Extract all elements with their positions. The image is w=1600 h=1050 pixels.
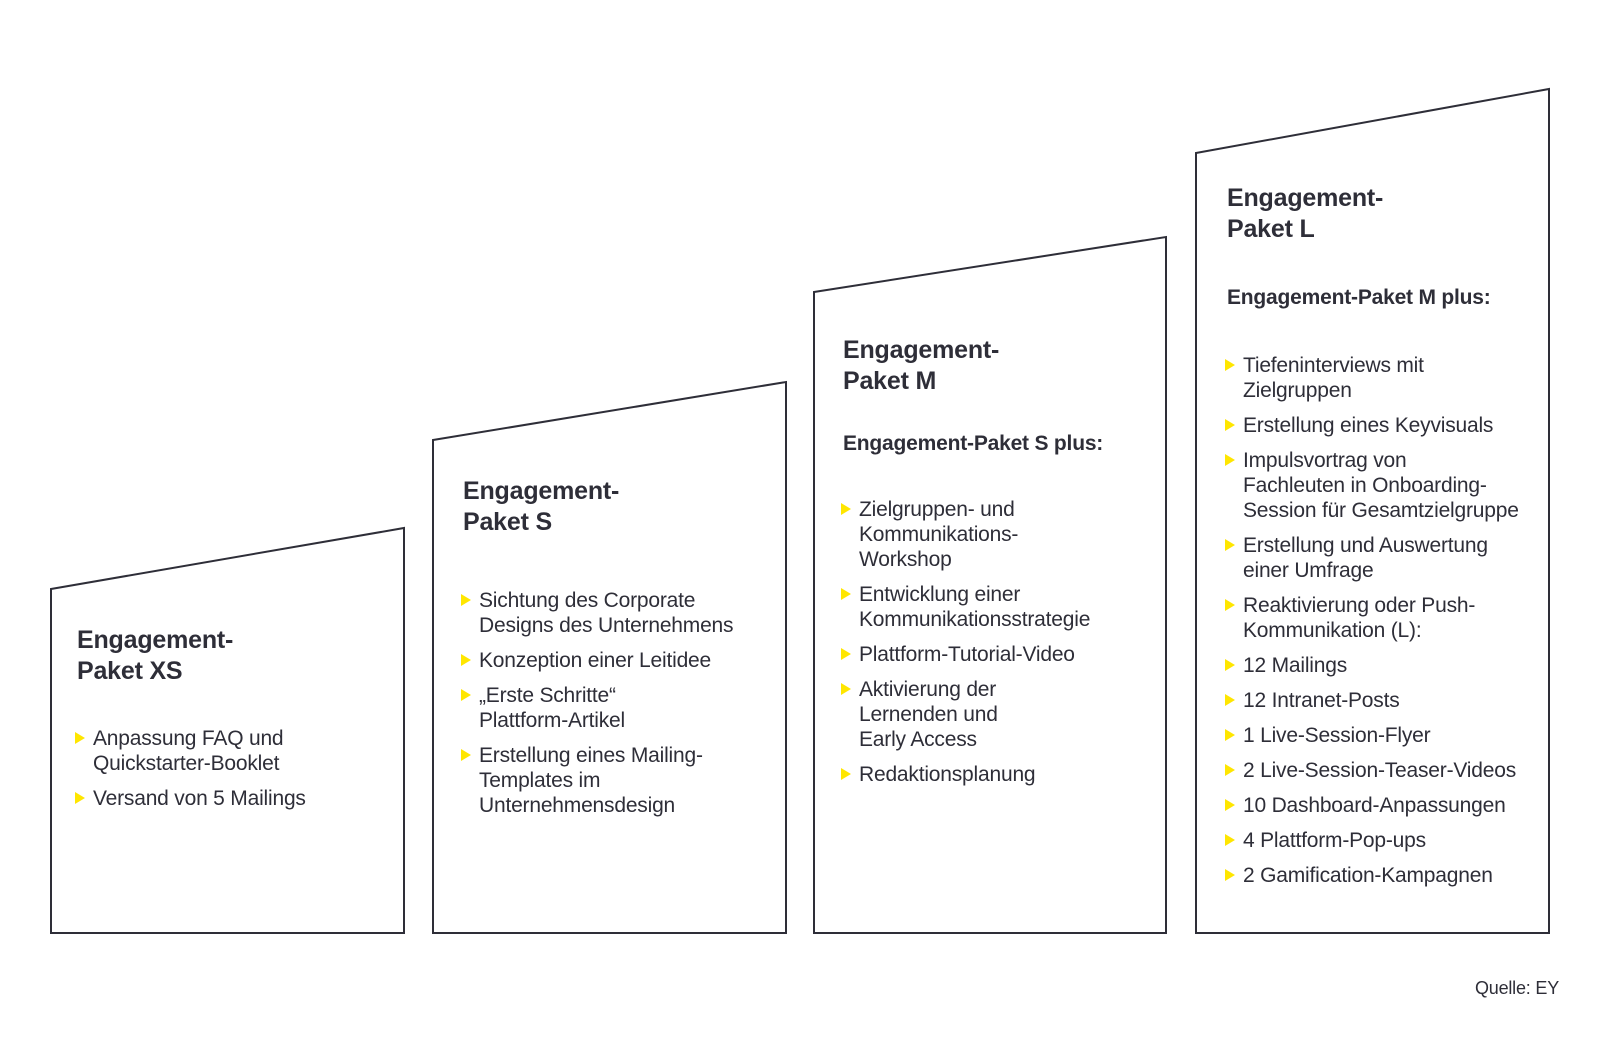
panel-title: Engagement- Paket L xyxy=(1227,184,1384,243)
bullet-text: Versand von 5 Mailings xyxy=(93,787,306,810)
list-item: Erstellung eines Mailing- Templates im U… xyxy=(461,743,773,818)
panel-shape-l xyxy=(1195,87,1550,934)
bullet-list: Tiefeninterviews mit Zielgruppen Erstell… xyxy=(1225,353,1551,888)
bullet-triangle-icon xyxy=(75,792,85,804)
bullet-text: 2 Gamification-Kampagnen xyxy=(1243,864,1493,887)
list-item: Impulsvortrag von Fachleuten in Onboardi… xyxy=(1225,448,1551,523)
panel-shape-m xyxy=(813,235,1167,934)
bullet-text: Aktivierung der Lernenden und Early Acce… xyxy=(859,678,998,751)
bullet-triangle-icon xyxy=(461,654,471,666)
panel-s-content: Engagement- Paket S Sichtung des Corpora… xyxy=(461,476,773,818)
list-item: Tiefeninterviews mit Zielgruppen xyxy=(1225,353,1551,403)
bullet-text: Entwicklung einer Kommunikationsstrategi… xyxy=(859,583,1091,631)
bullet-text: Tiefeninterviews mit Zielgruppen xyxy=(1243,354,1424,402)
bullet-triangle-icon xyxy=(841,588,851,600)
panel-xs-content: Engagement- Paket XS Anpassung FAQ und Q… xyxy=(75,625,385,811)
bullet-triangle-icon xyxy=(1225,419,1235,431)
bullet-text: Plattform-Tutorial-Video xyxy=(859,643,1075,666)
list-item: Konzeption einer Leitidee xyxy=(461,648,773,673)
panel-shape-xs xyxy=(50,526,405,934)
bullet-text: 2 Live-Session-Teaser-Videos xyxy=(1243,759,1516,782)
bullet-text: Erstellung eines Mailing- Templates im U… xyxy=(479,744,703,817)
list-item: „Erste Schritte“ Plattform-Artikel xyxy=(461,683,773,733)
panel-l-content: Engagement- Paket L Engagement-Paket M p… xyxy=(1225,183,1551,888)
bullet-triangle-icon xyxy=(1225,799,1235,811)
bullet-text: Impulsvortrag von Fachleuten in Onboardi… xyxy=(1243,449,1519,522)
panel-subtitle: Engagement-Paket S plus: xyxy=(843,432,1104,455)
bullet-list: Zielgruppen- und Kommunikations- Worksho… xyxy=(841,497,1149,787)
list-item: Sichtung des Corporate Designs des Unter… xyxy=(461,588,773,638)
bullet-text: 10 Dashboard-Anpassungen xyxy=(1243,794,1506,817)
list-item: 2 Gamification-Kampagnen xyxy=(1225,863,1551,888)
bullet-triangle-icon xyxy=(461,689,471,701)
bullet-text: Zielgruppen- und Kommunikations- Worksho… xyxy=(859,498,1019,571)
panel-title: Engagement- Paket XS xyxy=(77,626,234,685)
bullet-triangle-icon xyxy=(1225,539,1235,551)
list-item: Reaktivierung oder Push- Kommunikation (… xyxy=(1225,593,1551,643)
list-item: Plattform-Tutorial-Video xyxy=(841,642,1149,667)
bullet-text: Anpassung FAQ und Quickstarter-Booklet xyxy=(93,727,284,775)
bullet-triangle-icon xyxy=(461,594,471,606)
list-item: 12 Intranet-Posts xyxy=(1225,688,1551,713)
bullet-text: 1 Live-Session-Flyer xyxy=(1243,724,1431,747)
list-item: Erstellung eines Keyvisuals xyxy=(1225,413,1551,438)
bullet-triangle-icon xyxy=(1225,694,1235,706)
bullet-list: Anpassung FAQ und Quickstarter-Booklet V… xyxy=(75,726,385,811)
source-note: Quelle: EY xyxy=(1474,978,1559,998)
bullet-text: Sichtung des Corporate Designs des Unter… xyxy=(479,589,734,637)
list-item: 4 Plattform-Pop-ups xyxy=(1225,828,1551,853)
list-item: 12 Mailings xyxy=(1225,653,1551,678)
bullet-text: Erstellung eines Keyvisuals xyxy=(1243,414,1494,437)
panel-m-content: Engagement- Paket M Engagement-Paket S p… xyxy=(841,335,1149,787)
bullet-triangle-icon xyxy=(1225,834,1235,846)
list-item: Entwicklung einer Kommunikationsstrategi… xyxy=(841,582,1149,632)
bullet-triangle-icon xyxy=(841,683,851,695)
panel-title: Engagement- Paket M xyxy=(843,336,1000,395)
list-item: Zielgruppen- und Kommunikations- Worksho… xyxy=(841,497,1149,572)
list-item: Anpassung FAQ und Quickstarter-Booklet xyxy=(75,726,385,776)
list-item: 1 Live-Session-Flyer xyxy=(1225,723,1551,748)
bullet-triangle-icon xyxy=(461,749,471,761)
panel-shape-s xyxy=(432,380,787,934)
bullet-text: „Erste Schritte“ Plattform-Artikel xyxy=(479,684,625,732)
bullet-triangle-icon xyxy=(1225,359,1235,371)
bullet-triangle-icon xyxy=(1225,729,1235,741)
bullet-triangle-icon xyxy=(75,732,85,744)
list-item: Erstellung und Auswertung einer Umfrage xyxy=(1225,533,1551,583)
bullet-triangle-icon xyxy=(1225,454,1235,466)
bullet-text: 4 Plattform-Pop-ups xyxy=(1243,829,1426,852)
bullet-triangle-icon xyxy=(1225,599,1235,611)
bullet-text: 12 Intranet-Posts xyxy=(1243,689,1400,712)
bullet-text: Konzeption einer Leitidee xyxy=(479,649,712,672)
bullet-triangle-icon xyxy=(1225,869,1235,881)
bullet-triangle-icon xyxy=(1225,659,1235,671)
list-item: Aktivierung der Lernenden und Early Acce… xyxy=(841,677,1149,752)
bullet-triangle-icon xyxy=(841,503,851,515)
list-item: Versand von 5 Mailings xyxy=(75,786,385,811)
list-item: 10 Dashboard-Anpassungen xyxy=(1225,793,1551,818)
list-item: 2 Live-Session-Teaser-Videos xyxy=(1225,758,1551,783)
bullet-triangle-icon xyxy=(841,648,851,660)
panel-subtitle: Engagement-Paket M plus: xyxy=(1227,286,1491,309)
bullet-text: Reaktivierung oder Push- Kommunikation (… xyxy=(1243,594,1476,642)
list-item: Redaktionsplanung xyxy=(841,762,1149,787)
bullet-text: Redaktionsplanung xyxy=(859,763,1036,786)
bullet-text: 12 Mailings xyxy=(1243,654,1348,677)
bullet-text: Erstellung und Auswertung einer Umfrage xyxy=(1243,534,1488,582)
bullet-list: Sichtung des Corporate Designs des Unter… xyxy=(461,588,773,818)
bullet-triangle-icon xyxy=(1225,764,1235,776)
panel-title: Engagement- Paket S xyxy=(463,477,620,536)
bullet-triangle-icon xyxy=(841,768,851,780)
